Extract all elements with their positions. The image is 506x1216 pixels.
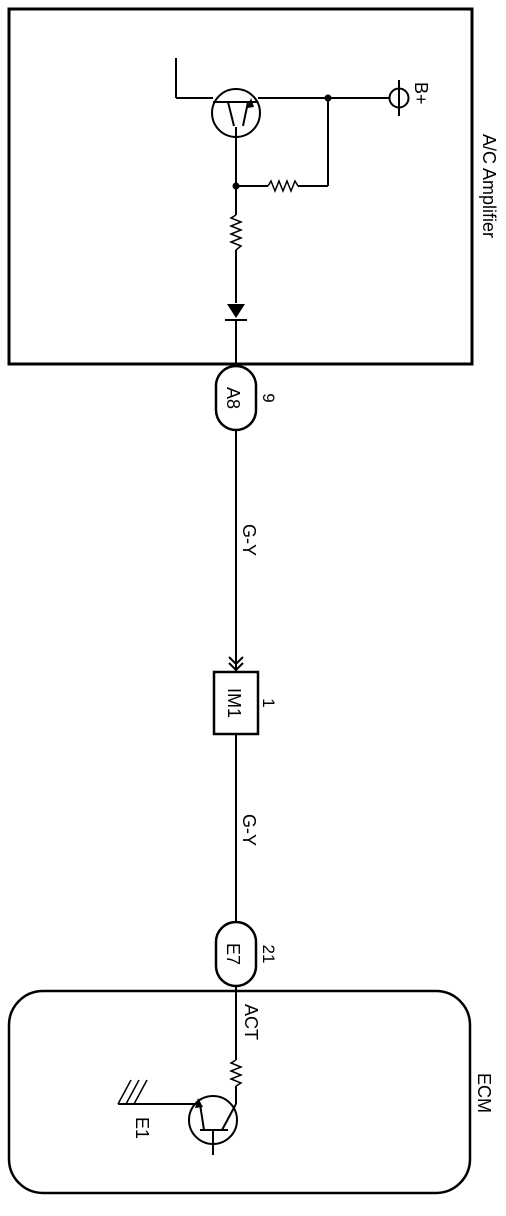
diode-symbol: [225, 304, 247, 321]
series-resistor: [228, 214, 244, 251]
connector-a8: A8 9: [214, 364, 278, 432]
ecm-module: ECM ACT E1: [7, 989, 494, 1195]
ac-amplifier-label: A/C Amplifier: [479, 134, 499, 238]
ac-amplifier-module: A/C Amplifier B+: [7, 7, 499, 366]
ecm-input-resistor: [228, 1059, 244, 1087]
connector-e7: E7 21: [214, 920, 278, 988]
ecm-transistor-symbol: [146, 1095, 238, 1155]
ground-e1-label: E1: [132, 1117, 152, 1139]
ecm-label: ECM: [474, 1073, 494, 1113]
wire-color-bottom: G-Y: [239, 814, 259, 846]
connector-a8-pin: 9: [259, 393, 278, 402]
wire-color-top: G-Y: [239, 524, 259, 556]
connector-im1-code: IM1: [224, 688, 244, 718]
connector-e7-pin: 21: [259, 945, 278, 964]
bplus-label: B+: [411, 82, 431, 105]
amplifier-transistor-symbol: [175, 58, 261, 138]
junction-dot-2: [232, 182, 240, 190]
ecm-box: [7, 989, 472, 1195]
connector-a8-code: A8: [223, 387, 243, 409]
connector-im1-pin: 1: [259, 698, 278, 707]
ac-amplifier-box: [7, 7, 474, 366]
ground-icon: [117, 1079, 148, 1105]
act-signal-label: ACT: [241, 1004, 261, 1040]
bplus-terminal-icon: [388, 80, 410, 116]
feedback-resistor: [267, 178, 299, 194]
connector-e7-code: E7: [223, 943, 243, 965]
connector-im1: IM1 1: [212, 656, 278, 736]
